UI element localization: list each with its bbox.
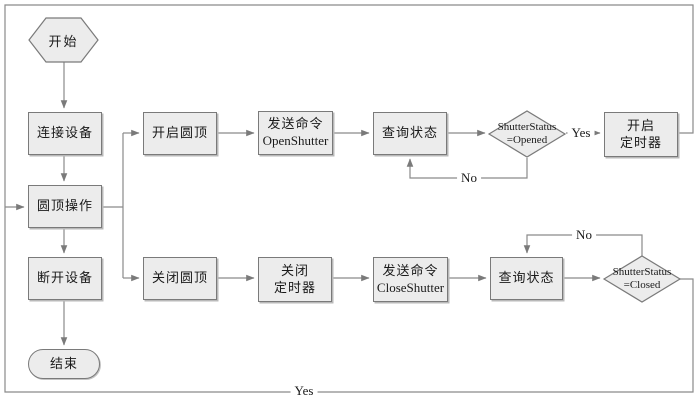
- edge-label-closed-yes: Yes: [290, 383, 318, 399]
- start-hexagon: [28, 17, 99, 63]
- edge-closed-yes-return-loop: [4, 207, 694, 393]
- node-end: 结束: [28, 349, 100, 379]
- edge-label-closed-no: No: [572, 227, 596, 243]
- node-start-timer: 开启 定时器: [604, 112, 678, 157]
- node-query-status-close: 查询状态: [490, 257, 563, 300]
- node-disconnect-device: 断开设备: [28, 257, 102, 300]
- node-stop-timer: 关闭 定时器: [258, 257, 332, 302]
- node-query-status-open: 查询状态: [373, 112, 447, 155]
- edge-timer-return-loop: [4, 4, 694, 207]
- edge-domeop-branch-stem: [102, 133, 124, 278]
- node-connect-device: 连接设备: [28, 112, 102, 155]
- node-send-command-close: 发送命令 CloseShutter: [373, 257, 448, 302]
- node-dome-operation: 圆顶操作: [28, 185, 102, 228]
- decision-closed-diamond: [602, 255, 682, 303]
- edge-label-opened-yes: Yes: [567, 125, 595, 141]
- node-close-dome: 关闭圆顶: [143, 257, 217, 300]
- node-open-dome: 开启圆顶: [143, 112, 217, 155]
- edge-label-opened-no: No: [457, 170, 481, 186]
- decision-opened-diamond: [487, 110, 567, 158]
- node-send-command-open: 发送命令 OpenShutter: [258, 111, 333, 155]
